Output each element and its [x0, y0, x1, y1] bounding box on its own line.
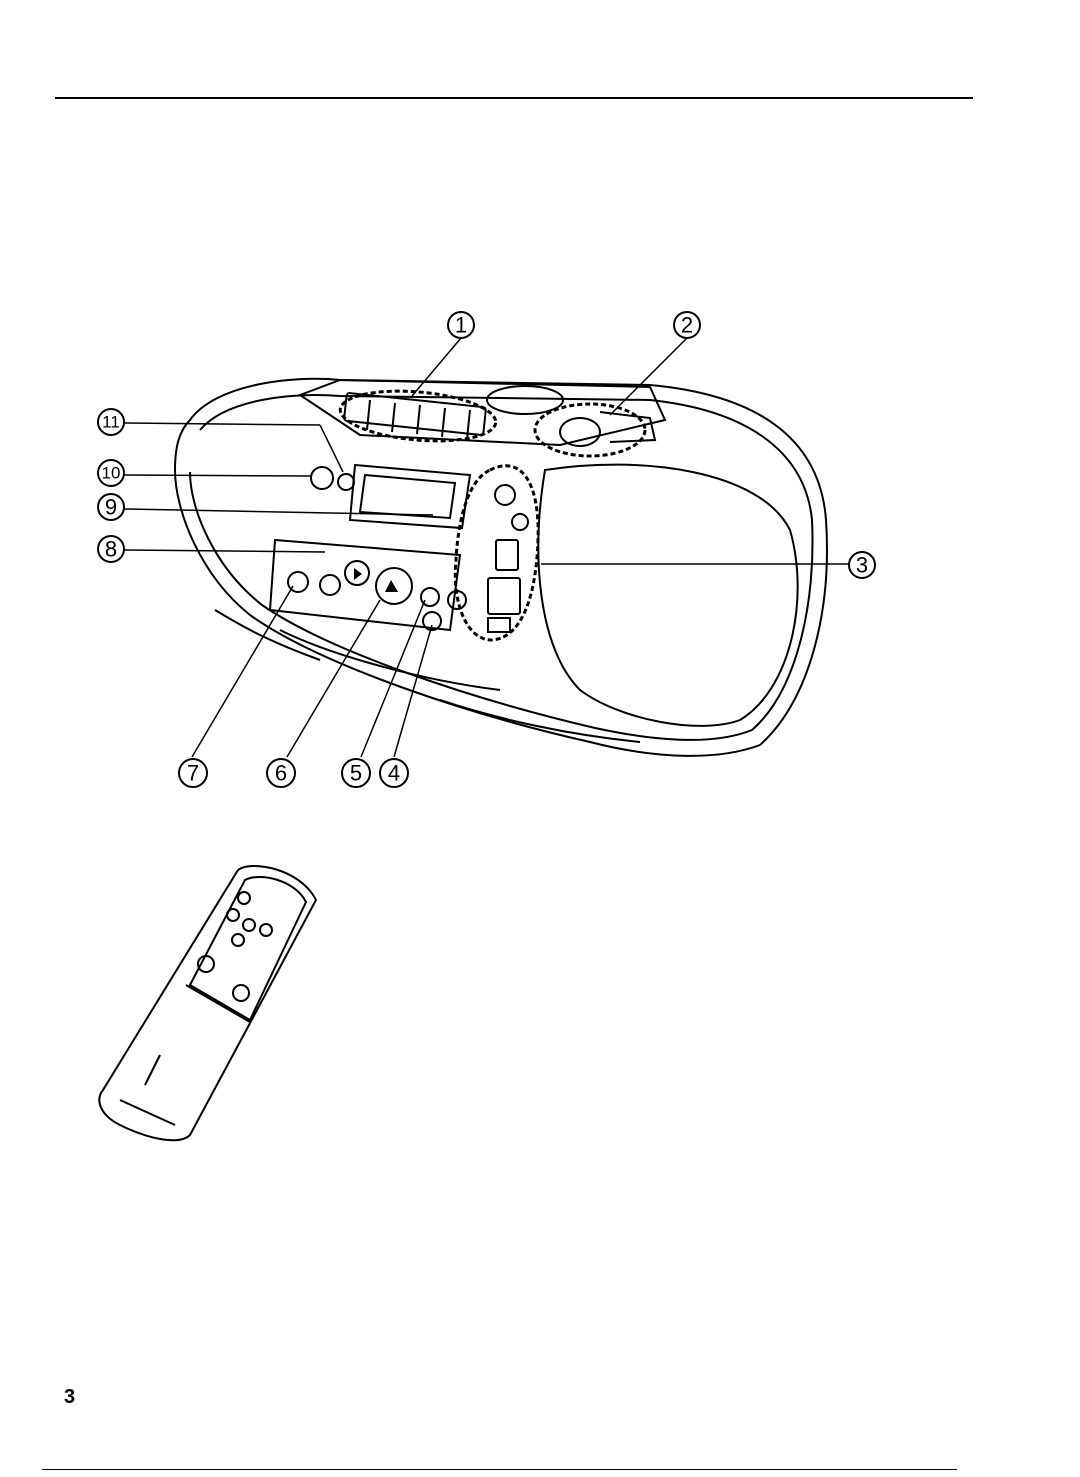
bottom-rule [42, 1469, 957, 1470]
svg-text:8: 8 [105, 537, 117, 562]
svg-text:7: 7 [187, 761, 199, 786]
callout-leader-lines [123, 337, 849, 758]
callout-1: 1 [447, 311, 475, 339]
callout-3: 3 [848, 551, 876, 579]
svg-text:1: 1 [455, 313, 467, 338]
callout-6: 6 [266, 758, 296, 788]
svg-text:5: 5 [350, 761, 362, 786]
svg-text:11: 11 [102, 413, 120, 432]
svg-text:6: 6 [275, 761, 287, 786]
callout-8: 8 [97, 535, 125, 563]
boombox-drawing [173, 377, 828, 757]
svg-text:2: 2 [681, 313, 693, 338]
remote-control-drawing [98, 864, 318, 1142]
callout-9: 9 [97, 493, 125, 521]
page-number: 3 [64, 1386, 76, 1408]
svg-text:9: 9 [105, 495, 117, 520]
callout-10: 10 [97, 459, 125, 487]
callout-2: 2 [673, 311, 701, 339]
svg-text:4: 4 [388, 761, 400, 786]
callout-11: 11 [97, 408, 125, 436]
callout-4: 4 [379, 758, 409, 788]
callout-7: 7 [178, 758, 208, 788]
callout-5: 5 [341, 758, 371, 788]
svg-text:3: 3 [856, 553, 868, 578]
svg-text:10: 10 [102, 464, 121, 483]
top-rule [55, 97, 973, 99]
